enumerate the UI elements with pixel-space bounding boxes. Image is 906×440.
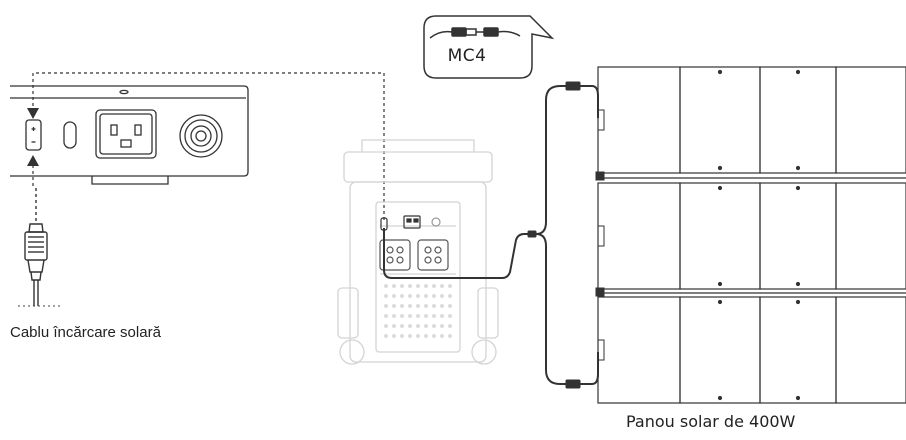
solar-cable bbox=[383, 85, 599, 385]
power-station-front-panel bbox=[10, 85, 249, 185]
solar-panel bbox=[597, 66, 906, 404]
car-socket-icon bbox=[179, 114, 223, 158]
solar-input-port-icon bbox=[25, 119, 42, 151]
leader-line bbox=[32, 72, 385, 222]
small-button-icon bbox=[63, 121, 77, 149]
mc4-callout bbox=[423, 15, 555, 79]
station-grill-pattern bbox=[384, 284, 452, 338]
leader-arrow-icon bbox=[27, 108, 39, 119]
solar-cable-label: Cablu încărcare solară bbox=[10, 324, 161, 341]
solar-panel-details bbox=[595, 69, 801, 401]
solar-panel-label: Panou solar de 400W bbox=[626, 412, 796, 431]
mc4-connector-icons bbox=[527, 81, 581, 389]
mc4-label: MC4 bbox=[447, 46, 487, 66]
mc4-connector-icon bbox=[429, 27, 521, 39]
station-ports bbox=[379, 215, 449, 271]
solar-cable-plug-icon bbox=[24, 188, 48, 306]
ac-outlet-icon bbox=[95, 109, 157, 159]
connection-arrow-icon bbox=[27, 155, 39, 186]
